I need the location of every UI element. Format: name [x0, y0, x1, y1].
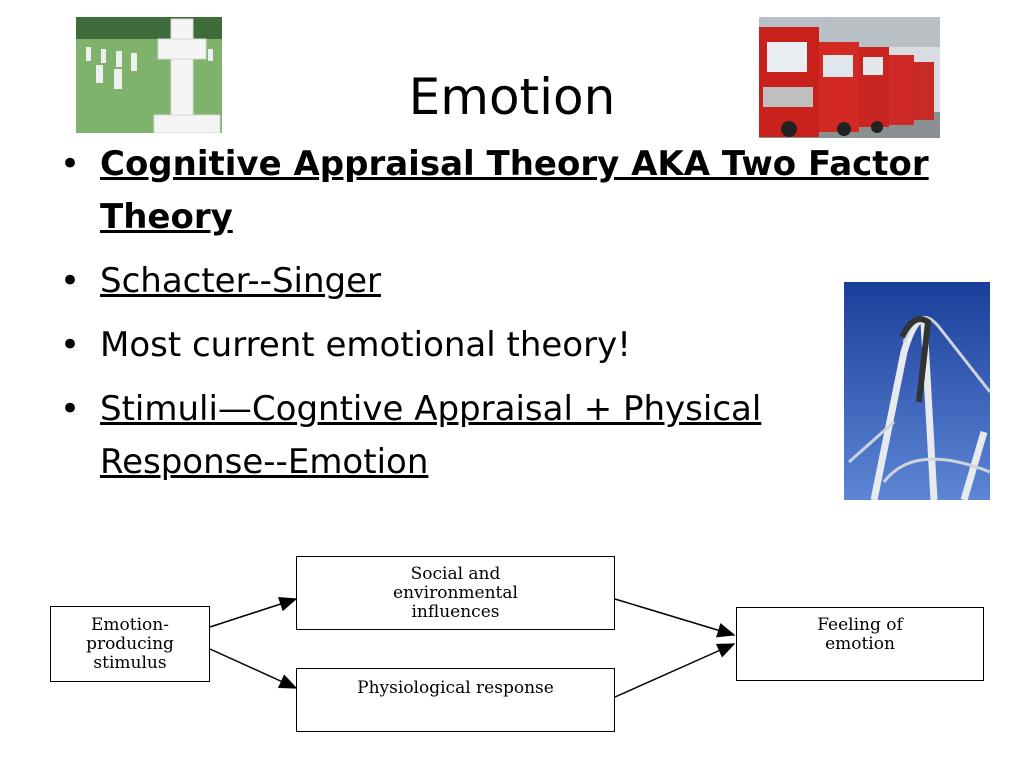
bullet-item: Stimuli—Cogntive Appraisal + Physical Re… — [60, 383, 820, 489]
fire-trucks-photo — [759, 17, 940, 138]
physiological-box: Physiological response — [296, 668, 615, 732]
stimulus-box: Emotion- producing stimulus — [50, 606, 210, 682]
stimulus-label: Emotion- producing stimulus — [86, 614, 174, 673]
feeling-label: Feeling of emotion — [817, 615, 903, 654]
bullet-item: Most current emotional theory! — [60, 319, 940, 372]
bullet-text: Most current emotional theory! — [100, 325, 631, 365]
bullet-item: Schacter--Singer — [60, 255, 940, 308]
social-box: Social and environmental influences — [296, 556, 615, 630]
bullet-text: Schacter--Singer — [100, 261, 381, 301]
physiological-label: Physiological response — [357, 678, 554, 698]
bullet-text: Stimuli—Cogntive Appraisal + Physical Re… — [100, 389, 762, 482]
diagram-arrows — [209, 596, 736, 698]
bullet-text: Cognitive Appraisal Theory AKA Two Facto… — [100, 144, 929, 237]
social-label: Social and environmental influences — [393, 564, 518, 622]
bullet-item: Cognitive Appraisal Theory AKA Two Facto… — [60, 138, 940, 244]
bullet-list: Cognitive Appraisal Theory AKA Two Facto… — [60, 138, 940, 500]
flow-diagram: Emotion- producing stimulus Social and e… — [40, 545, 1000, 745]
slide-title: Emotion — [408, 68, 616, 126]
cemetery-photo — [76, 17, 222, 133]
feeling-box: Feeling of emotion — [736, 607, 984, 681]
